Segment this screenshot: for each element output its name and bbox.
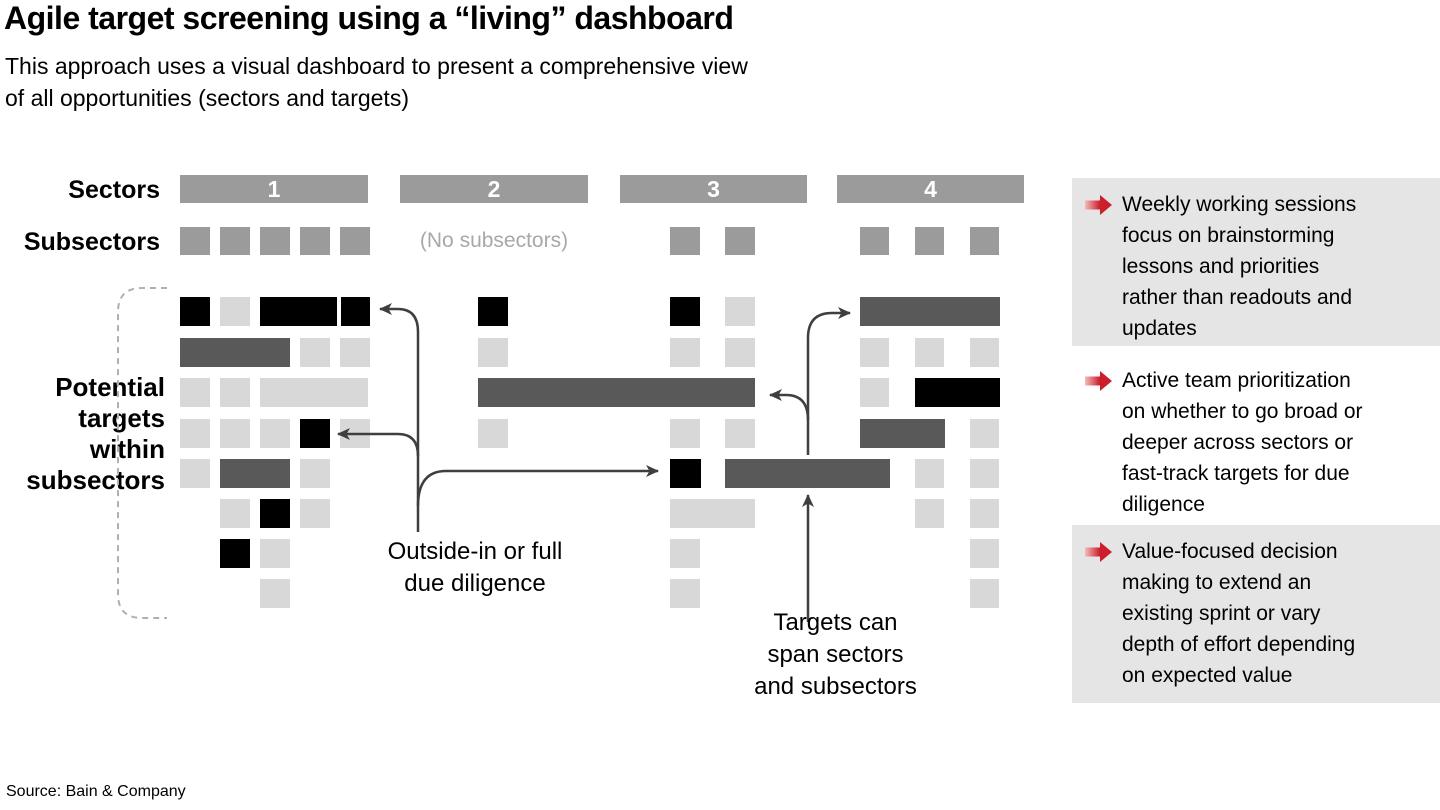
target-block-light: [725, 297, 755, 326]
subsector-square-sector4: [860, 227, 889, 255]
target-block-light: [260, 378, 368, 407]
target-block-dark: [180, 338, 290, 367]
target-block-light: [260, 419, 290, 448]
target-block-light: [180, 419, 210, 448]
subsector-square-sector4: [915, 227, 944, 255]
target-block-light: [260, 579, 290, 608]
target-block-light: [340, 419, 370, 448]
target-block-light: [970, 419, 999, 448]
target-block-black: [670, 297, 700, 326]
subsector-square-sector1: [340, 227, 370, 255]
target-block-light: [300, 499, 330, 528]
subsector-square-sector3: [670, 227, 700, 255]
target-block-light: [670, 499, 755, 528]
target-block-light: [970, 499, 999, 528]
target-block-black: [300, 419, 330, 448]
target-block-light: [478, 419, 508, 448]
callout-text: Weekly working sessions focus on brainst…: [1122, 193, 1357, 340]
red-arrow-icon: [1085, 542, 1112, 562]
target-block-light: [970, 459, 999, 488]
sector-bar-label: 2: [487, 175, 501, 202]
target-block-black: [260, 297, 337, 326]
target-block-light: [340, 338, 370, 367]
callout-value-decision: Value-focused decision making to extend …: [1072, 525, 1440, 703]
arrow-outside-in-to-sector3-row5: [416, 465, 659, 507]
subsector-square-sector1: [180, 227, 210, 255]
sector-bar-label: 3: [707, 175, 720, 202]
target-block-light: [220, 419, 250, 448]
target-block-black: [220, 539, 250, 568]
target-block-light: [220, 378, 250, 407]
sector-bar-label: 1: [267, 175, 281, 202]
sector-bar-label: 4: [924, 175, 937, 202]
target-block-light: [300, 338, 330, 367]
target-block-light: [180, 459, 210, 488]
callout-team-prioritization: Active team prioritization on whether to…: [1072, 354, 1440, 522]
target-block-light: [915, 459, 944, 488]
target-block-black: [915, 378, 1000, 407]
subsector-square-sector1: [260, 227, 290, 255]
subsector-square-sector1: [300, 227, 330, 255]
target-block-light: [670, 579, 700, 608]
target-block-light: [860, 378, 889, 407]
target-block-light: [478, 338, 508, 367]
sector-bar-1: 1: [180, 175, 368, 203]
target-block-light: [300, 459, 330, 488]
target-block-light: [260, 539, 290, 568]
callout-text: Value-focused decision making to extend …: [1122, 540, 1356, 687]
potential-targets-label: Potential targets within subsectors: [26, 372, 165, 495]
target-block-light: [860, 338, 889, 367]
page-title: Agile target screening using a “living” …: [4, 0, 734, 36]
target-block-light: [220, 297, 250, 326]
no-subsectors-note: (No subsectors): [419, 229, 569, 252]
target-block-light: [670, 539, 700, 568]
sector-bar-2: 2: [400, 175, 588, 203]
subsector-square-sector3: [725, 227, 755, 255]
target-block-light: [970, 539, 999, 568]
sector-bar-3: 3: [620, 175, 807, 203]
target-block-dark: [220, 459, 290, 488]
red-arrow-icon: [1085, 371, 1112, 391]
target-block-light: [220, 499, 250, 528]
annotation-outside-in: Outside-in or full due diligence: [387, 538, 563, 597]
subsector-square-sector1: [220, 227, 250, 255]
callout-text: Active team prioritization on whether to…: [1122, 369, 1363, 516]
callout-weekly-sessions: Weekly working sessions focus on brainst…: [1072, 178, 1440, 346]
target-block-dark: [478, 378, 755, 407]
target-block-light: [670, 419, 700, 448]
sectors-row-label: Sectors: [68, 176, 160, 204]
red-arrow-icon: [1085, 195, 1112, 215]
arrow-span-to-sector4-row1: [806, 307, 851, 455]
target-block-black: [670, 459, 701, 488]
page-subtitle: This approach uses a visual dashboard to…: [5, 53, 748, 111]
target-block-light: [970, 579, 999, 608]
target-block-dark: [725, 459, 890, 488]
target-block-light: [970, 338, 999, 367]
source-note: Source: Bain & Company: [6, 783, 186, 800]
subsectors-row-label: Subsectors: [23, 228, 160, 256]
annotation-targets-span: Targets can span sectors and subsectors: [754, 609, 917, 700]
target-block-black: [260, 499, 290, 528]
target-block-light: [725, 338, 755, 367]
target-block-light: [670, 338, 700, 367]
target-block-black: [180, 297, 210, 326]
target-block-light: [915, 338, 944, 367]
target-block-dark: [860, 297, 1000, 326]
sector-bar-4: 4: [837, 175, 1024, 203]
target-block-light: [180, 378, 210, 407]
arrow-outside-in-to-sector1-row1: [379, 303, 420, 532]
arrow-span-to-row3-bar: [769, 389, 810, 421]
subsector-square-sector4: [970, 227, 999, 255]
target-block-dark: [860, 419, 945, 448]
target-block-black: [478, 297, 508, 326]
target-block-light: [915, 499, 944, 528]
target-block-light: [725, 419, 755, 448]
target-block-black: [341, 297, 370, 326]
